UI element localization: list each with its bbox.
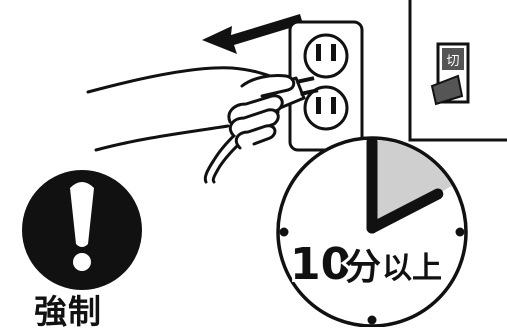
wall-outlet-icon — [288, 20, 364, 152]
hand-pulling-plug-icon — [86, 66, 319, 184]
mandatory-label: 強制 — [34, 292, 102, 331]
exclamation-mark-icon — [73, 253, 91, 271]
clock-icon: 10 分 以上 — [276, 136, 468, 327]
breaker-off-label: 切 — [446, 54, 459, 69]
breaker-switch-icon: 切 — [408, 0, 507, 142]
timer-unit: 分 — [345, 247, 381, 288]
timer-value: 10 — [290, 239, 351, 290]
minute-hand — [366, 188, 444, 234]
timer-suffix: 以上 — [382, 251, 442, 286]
pull-arrow-icon — [202, 14, 303, 54]
elapsed-time-wedge — [372, 140, 452, 232]
mandatory-sign-icon — [22, 170, 142, 290]
